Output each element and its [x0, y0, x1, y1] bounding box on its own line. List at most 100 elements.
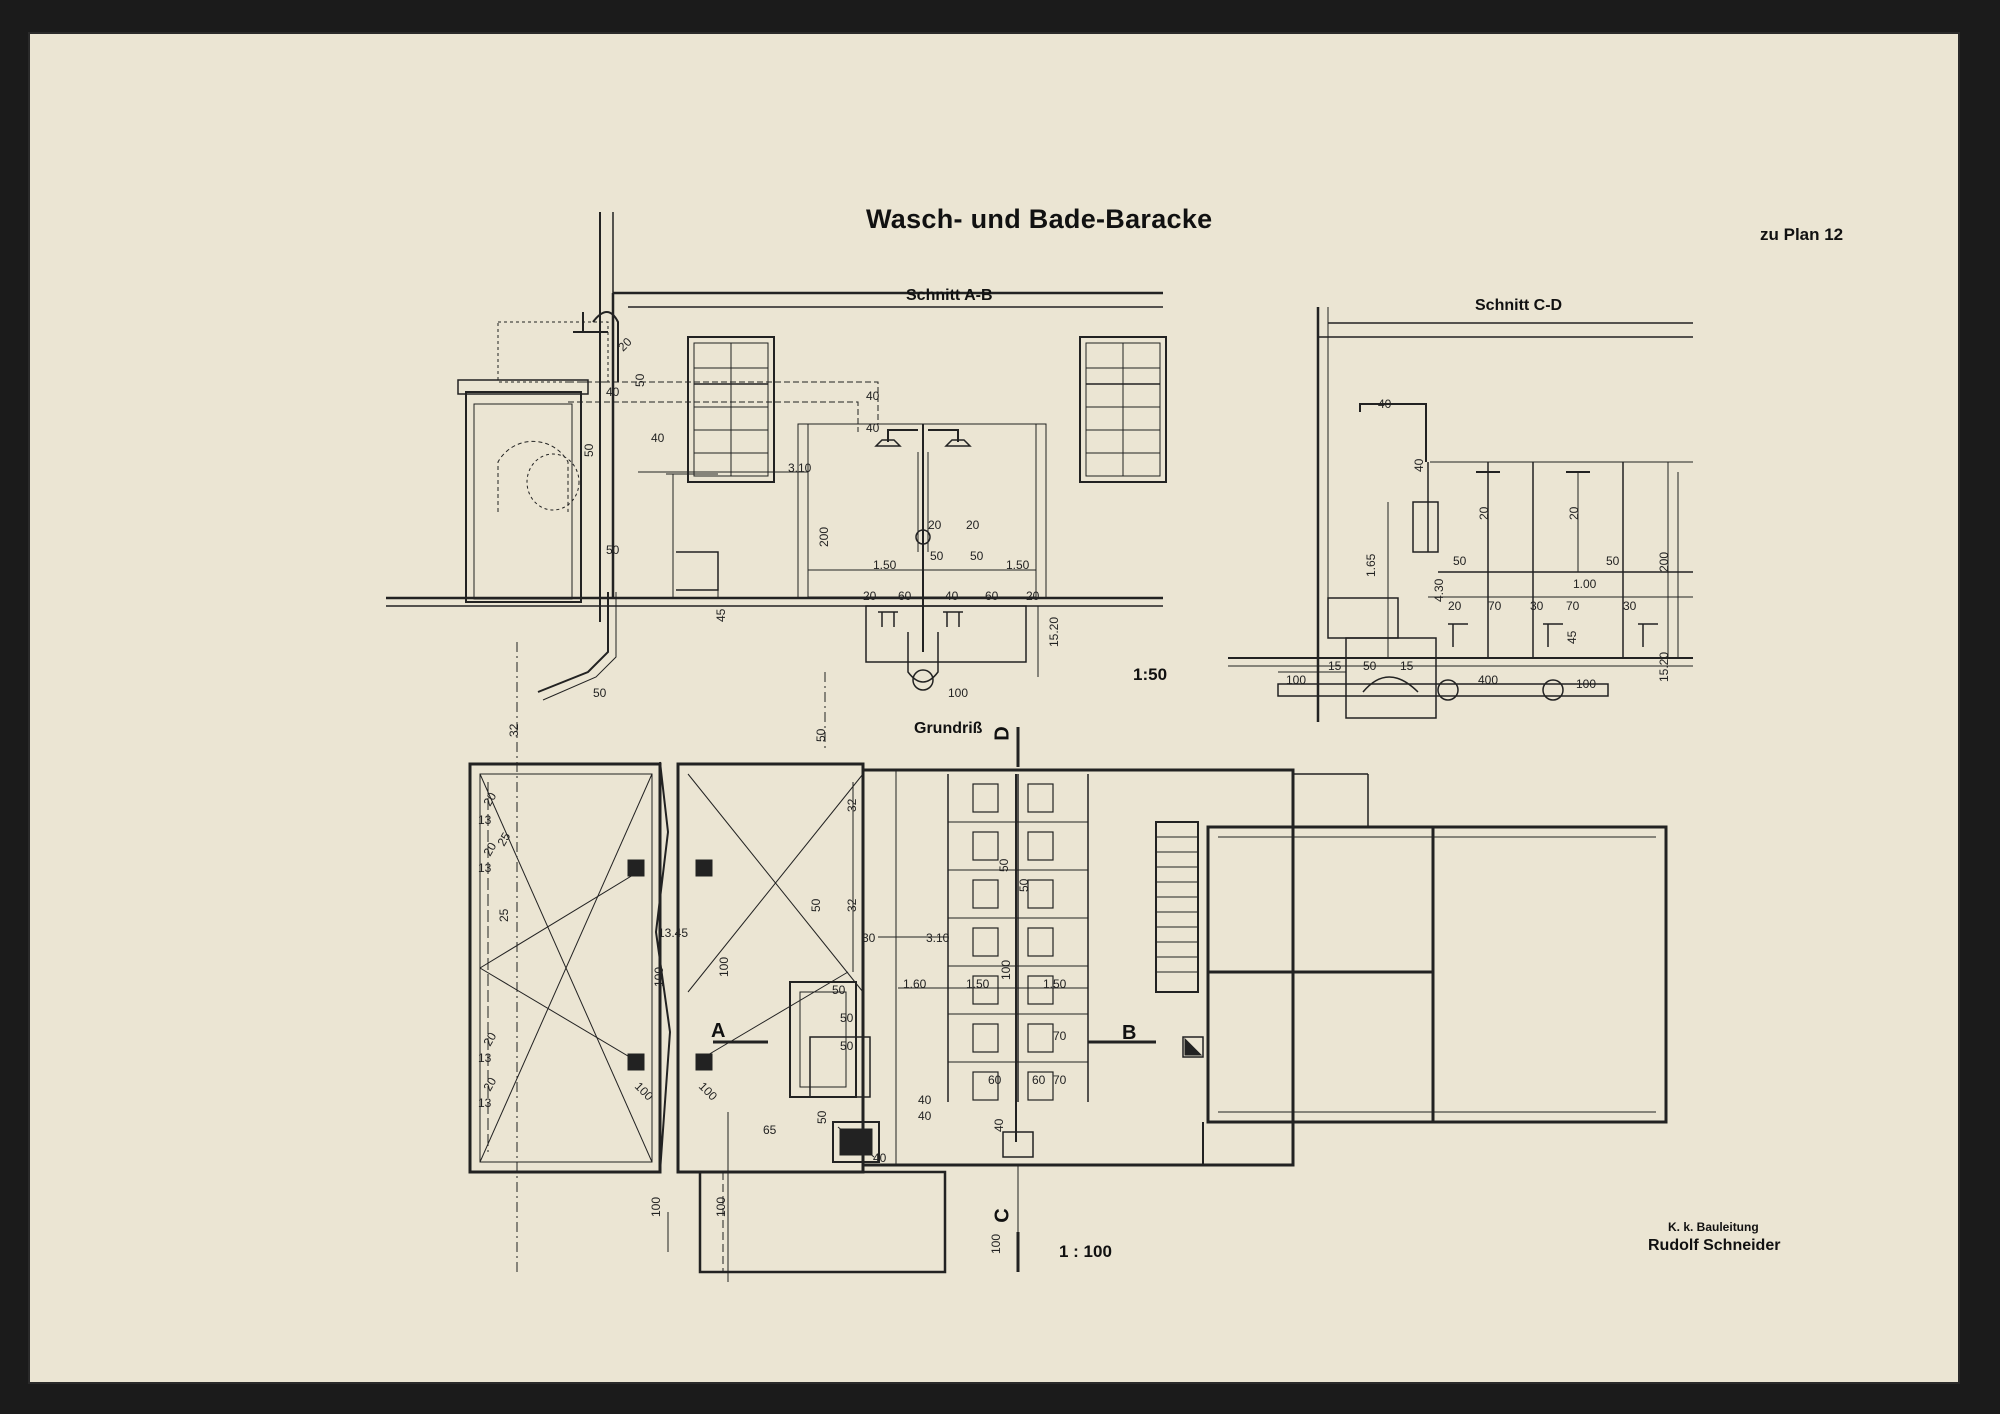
svg-text:45: 45	[714, 608, 728, 622]
svg-text:70: 70	[1053, 1073, 1067, 1087]
svg-text:100: 100	[1286, 673, 1306, 687]
svg-text:400: 400	[1478, 673, 1498, 687]
architect-signature: Rudolf Schneider	[1648, 1237, 1781, 1254]
dimension-labels: 40 40 3.10 200 1.50 1.50 20 60 40 60 20 45 15.…	[478, 335, 1671, 1254]
svg-text:200: 200	[817, 527, 831, 547]
svg-text:1.50: 1.50	[1006, 558, 1030, 572]
svg-text:20: 20	[480, 840, 499, 859]
drawing-sheet: 40 40 3.10 200 1.50 1.50 20 60 40 60 20 45 15.…	[28, 32, 1960, 1384]
svg-text:15: 15	[1400, 659, 1414, 673]
architectural-drawing: 40 40 3.10 200 1.50 1.50 20 60 40 60 20 45 15.…	[386, 212, 1693, 1282]
section-marker-a: A	[711, 1020, 726, 1042]
office-name: K. k. Bauleitung	[1668, 1220, 1759, 1234]
svg-text:30: 30	[1530, 599, 1544, 613]
svg-text:40: 40	[873, 1151, 887, 1165]
svg-text:60: 60	[988, 1073, 1002, 1087]
svg-text:45: 45	[1565, 630, 1579, 644]
svg-text:3.10: 3.10	[926, 931, 950, 945]
svg-text:70: 70	[1566, 599, 1580, 613]
svg-text:20: 20	[928, 518, 942, 532]
svg-text:1.50: 1.50	[966, 977, 990, 991]
svg-text:50: 50	[930, 549, 944, 563]
svg-text:50: 50	[815, 1110, 829, 1124]
svg-text:40: 40	[918, 1109, 932, 1123]
svg-text:200: 200	[1657, 552, 1671, 572]
svg-text:32: 32	[507, 723, 521, 737]
svg-text:40: 40	[866, 421, 880, 435]
svg-text:100: 100	[696, 1079, 720, 1103]
svg-text:25: 25	[497, 908, 511, 922]
svg-text:50: 50	[582, 443, 596, 457]
svg-text:50: 50	[832, 983, 846, 997]
svg-text:50: 50	[593, 686, 607, 700]
svg-text:20: 20	[480, 1030, 499, 1049]
svg-text:4.30: 4.30	[1432, 578, 1446, 602]
section-marker-b: B	[1122, 1022, 1137, 1044]
svg-text:40: 40	[1412, 458, 1426, 472]
svg-text:40: 40	[1378, 397, 1392, 411]
section-ab-drawing	[386, 212, 1167, 1272]
svg-text:20: 20	[480, 1075, 499, 1094]
svg-text:20: 20	[1477, 506, 1491, 520]
section-marker-d: D	[991, 726, 1014, 741]
sheet-title: Wasch- und Bade-Baracke	[866, 204, 1213, 234]
svg-text:15.20: 15.20	[1047, 617, 1061, 647]
svg-text:50: 50	[633, 373, 647, 387]
svg-text:15.20: 15.20	[1657, 652, 1671, 682]
svg-text:1.65: 1.65	[1364, 553, 1378, 577]
svg-text:100: 100	[1576, 677, 1596, 691]
svg-text:20: 20	[1567, 506, 1581, 520]
svg-text:50: 50	[606, 543, 620, 557]
svg-text:50: 50	[840, 1039, 854, 1053]
svg-text:13: 13	[478, 1096, 492, 1110]
svg-text:100: 100	[632, 1079, 656, 1103]
svg-text:50: 50	[1606, 554, 1620, 568]
svg-text:20: 20	[1026, 589, 1040, 603]
svg-text:20: 20	[1448, 599, 1462, 613]
svg-text:13.45: 13.45	[658, 926, 688, 940]
svg-text:20: 20	[863, 589, 877, 603]
svg-text:100: 100	[989, 1234, 1003, 1254]
svg-text:1.50: 1.50	[873, 558, 897, 572]
svg-text:13: 13	[478, 1051, 492, 1065]
svg-text:60: 60	[985, 589, 999, 603]
svg-text:40: 40	[651, 431, 665, 445]
plan-reference: zu Plan 12	[1760, 225, 1844, 244]
svg-text:40: 40	[866, 389, 880, 403]
svg-text:60: 60	[1032, 1073, 1046, 1087]
svg-text:50: 50	[840, 1011, 854, 1025]
floor-plan-drawing	[468, 727, 1668, 1282]
svg-text:50: 50	[809, 898, 823, 912]
svg-text:65: 65	[763, 1123, 777, 1137]
svg-text:1.00: 1.00	[1573, 577, 1597, 591]
section-scale: 1:50	[1133, 665, 1168, 684]
svg-text:50: 50	[1017, 878, 1031, 892]
svg-text:40: 40	[992, 1118, 1006, 1132]
svg-text:100: 100	[717, 957, 731, 977]
svg-text:40: 40	[945, 589, 959, 603]
svg-text:70: 70	[1053, 1029, 1067, 1043]
svg-text:1.50: 1.50	[1043, 977, 1067, 991]
section-ab-label: Schnitt A-B	[906, 287, 993, 304]
svg-text:50: 50	[1363, 659, 1377, 673]
section-cd-label: Schnitt C-D	[1475, 297, 1563, 314]
svg-text:50: 50	[814, 728, 828, 742]
svg-text:30: 30	[1623, 599, 1637, 613]
svg-text:40: 40	[918, 1093, 932, 1107]
svg-text:40: 40	[606, 385, 620, 399]
svg-text:32: 32	[845, 898, 859, 912]
svg-text:20: 20	[966, 518, 980, 532]
section-marker-c: C	[991, 1208, 1014, 1223]
svg-text:70: 70	[1488, 599, 1502, 613]
svg-text:50: 50	[1453, 554, 1467, 568]
svg-text:100: 100	[714, 1197, 728, 1217]
svg-text:30: 30	[862, 931, 876, 945]
svg-text:100: 100	[999, 960, 1013, 980]
svg-text:13: 13	[478, 813, 492, 827]
svg-text:15: 15	[1328, 659, 1342, 673]
svg-text:25: 25	[494, 830, 513, 849]
svg-text:13: 13	[478, 861, 492, 875]
floor-plan-label: Grundriß	[914, 720, 983, 737]
svg-text:20: 20	[480, 790, 499, 809]
section-cd-drawing	[1228, 307, 1693, 722]
